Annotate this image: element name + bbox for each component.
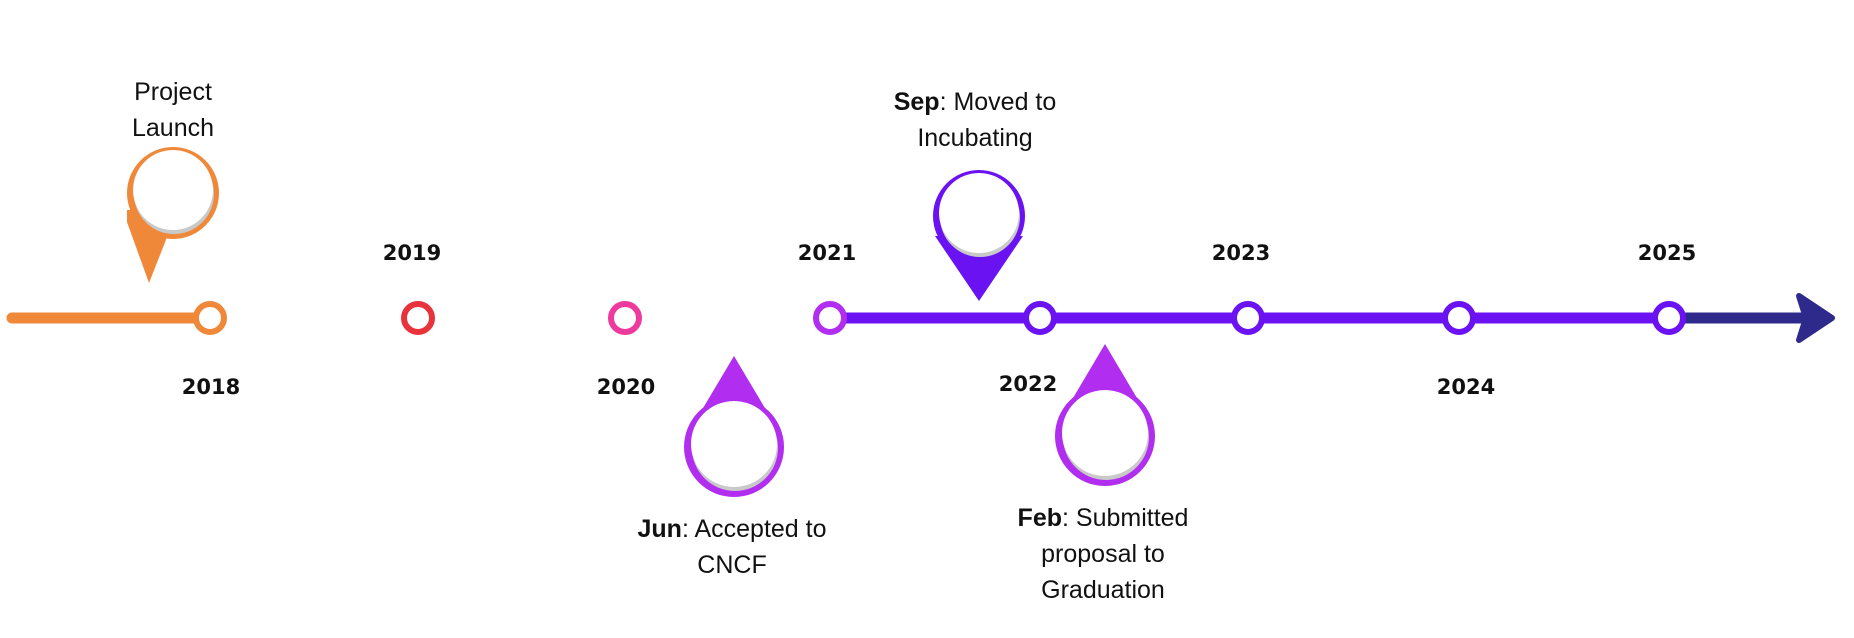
year-label-2023: 2023 <box>1212 241 1270 265</box>
event-caption-graduation-text1: : Submitted <box>1062 504 1189 532</box>
event-caption-launch: Project Launch <box>43 74 303 146</box>
pin-marker-graduation <box>1055 344 1155 486</box>
year-node-2020 <box>608 301 642 335</box>
event-caption-cncf-line2: CNCF <box>697 551 767 579</box>
year-node-2021 <box>813 301 847 335</box>
year-label-2025: 2025 <box>1638 241 1696 265</box>
pin-marker-cncf <box>684 356 784 497</box>
year-label-2019: 2019 <box>383 241 441 265</box>
year-label-2021: 2021 <box>798 241 856 265</box>
event-caption-graduation: Feb: Submitted proposal to Graduation <box>973 500 1233 608</box>
event-caption-graduation-line2: proposal to <box>1041 540 1165 568</box>
year-node-2024 <box>1442 301 1476 335</box>
event-month-jun: Jun <box>637 515 682 543</box>
event-caption-graduation-line1: Feb: Submitted <box>973 500 1233 536</box>
year-label-2018: 2018 <box>182 375 240 399</box>
year-label-2024: 2024 <box>1437 375 1495 399</box>
year-label-2022: 2022 <box>999 372 1057 396</box>
year-node-2023 <box>1231 301 1265 335</box>
event-caption-cncf: Jun: Accepted to CNCF <box>602 511 862 583</box>
event-caption-launch-line1: Project <box>134 78 212 106</box>
event-caption-incubating: Sep: Moved to Incubating <box>845 84 1105 156</box>
event-month-feb: Feb <box>1017 504 1062 532</box>
event-caption-incubating-line2: Incubating <box>917 124 1033 152</box>
event-caption-incubating-line1: Sep: Moved to <box>845 84 1105 120</box>
timeline-arrowhead <box>1796 293 1835 343</box>
event-caption-graduation-line3: Graduation <box>1041 576 1165 604</box>
pin-marker-incubating <box>933 170 1025 301</box>
event-month-sep: Sep <box>893 88 940 116</box>
year-label-2020: 2020 <box>597 375 655 399</box>
year-node-2022 <box>1023 301 1057 335</box>
year-node-2019 <box>401 301 435 335</box>
event-caption-incubating-text1: : Moved to <box>939 88 1057 116</box>
event-caption-cncf-line1: Jun: Accepted to <box>602 511 862 547</box>
event-caption-cncf-text1: : Accepted to <box>681 515 827 543</box>
year-node-2018 <box>193 301 227 335</box>
year-node-2025 <box>1652 301 1686 335</box>
pin-marker-launch <box>127 147 219 283</box>
event-caption-launch-line2: Launch <box>131 114 215 142</box>
